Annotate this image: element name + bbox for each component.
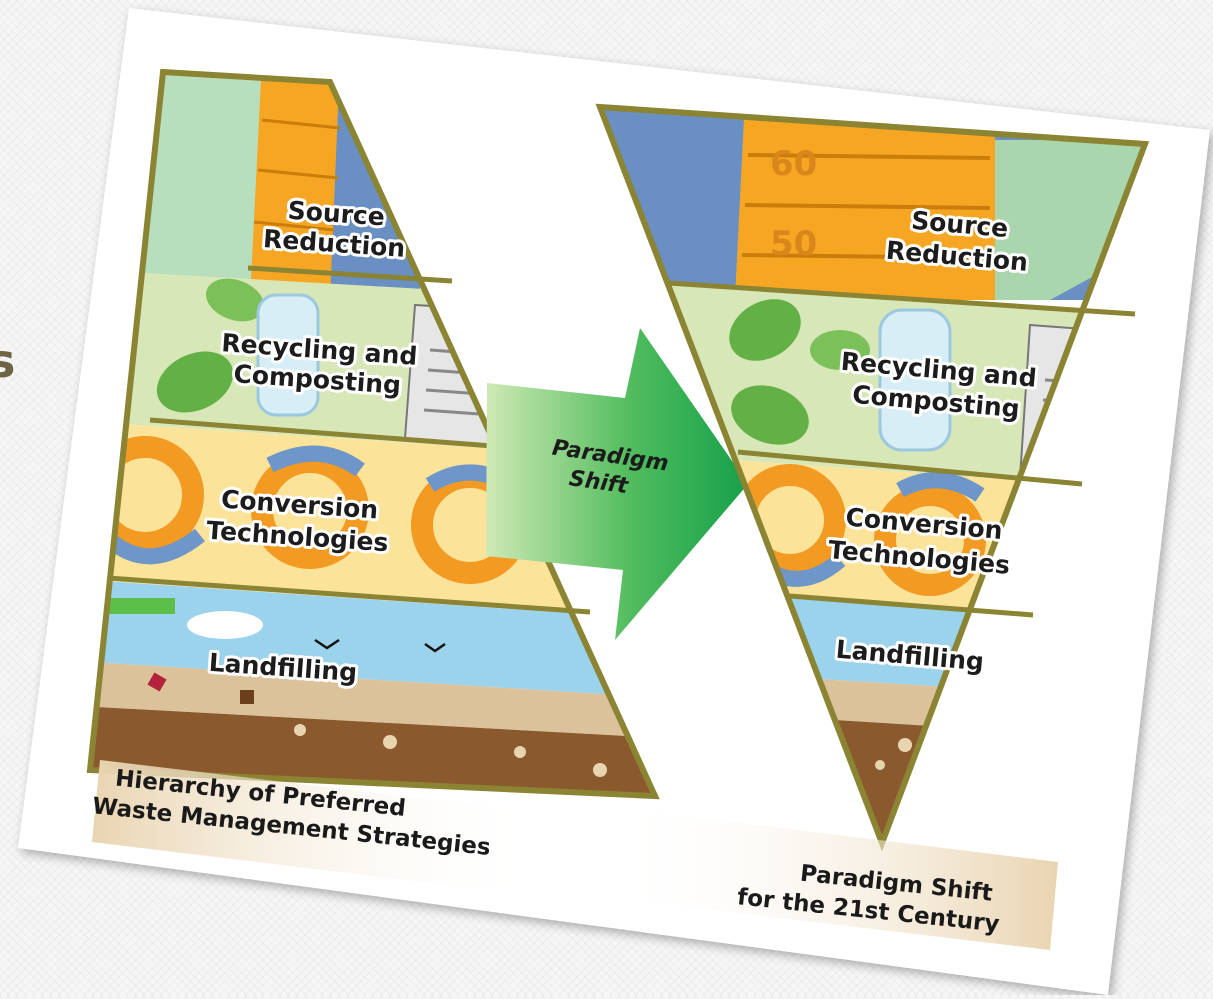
right-caption: Paradigm Shift for the 21st Century: [612, 808, 1058, 950]
paradigm-shift-arrow: Paradigm Shift: [486, 328, 748, 640]
svg-text:60: 60: [770, 144, 817, 184]
slide-edge-letter: s: [0, 334, 16, 388]
left-layer-recycling: Recycling and Composting: [218, 325, 422, 403]
svg-text:50: 50: [770, 224, 817, 264]
